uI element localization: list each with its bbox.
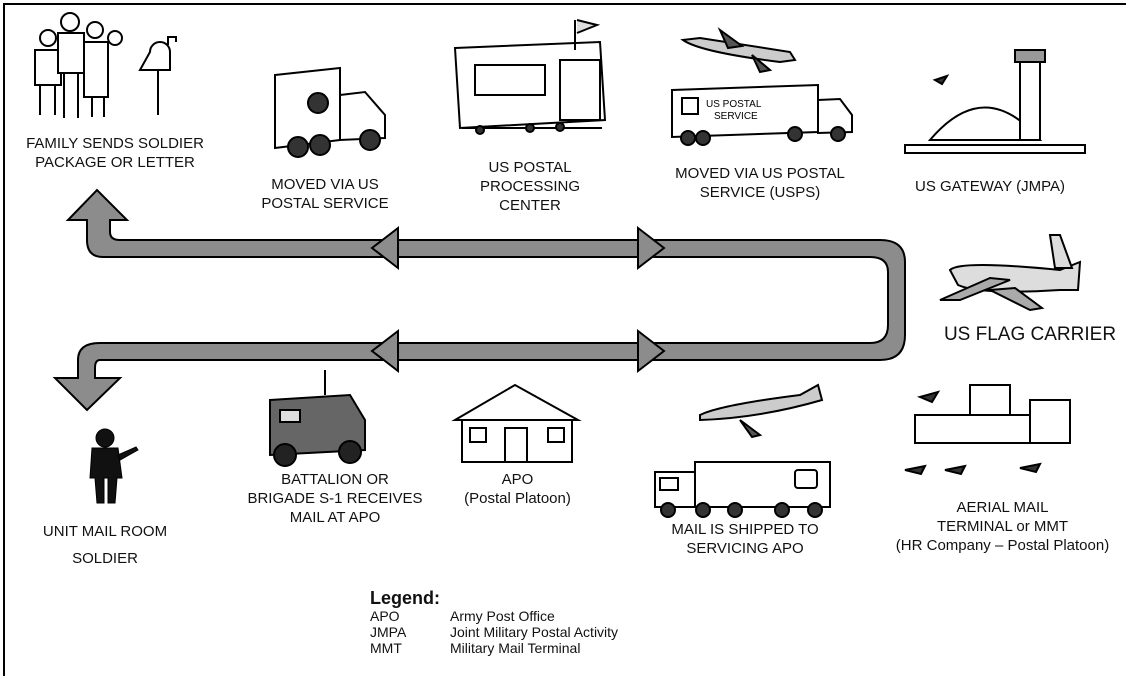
step-shipped-line2: SERVICING APO [686,540,804,557]
legend-abbr: APO [370,608,400,624]
legend-row: MMT Military Mail Terminal [370,640,618,656]
step-unit: UNIT MAIL ROOM SOLDIER [25,518,185,572]
step-mmt-line1: AERIAL MAIL [956,499,1049,516]
flow-arrow-top [52,188,906,412]
legend-def: Army Post Office [450,608,555,624]
step-battalion-line1: BATTALION OR [281,471,389,488]
legend-row: APO Army Post Office [370,608,618,624]
step-unit-line1: UNIT MAIL ROOM [42,523,168,540]
step-processing: US POSTAL PROCESSING CENTER [460,158,600,215]
step-battalion: BATTALION OR BRIGADE S-1 RECEIVES MAIL A… [240,470,430,527]
semi-truck-icon [654,461,831,518]
aerial-terminal-icon [904,384,1071,476]
step-mmt: AERIAL MAIL TERMINAL or MMT (HR Company … [880,498,1125,555]
step-usps-truck-line1: MOVED VIA US [271,176,379,193]
truck-sign-line1: US POSTAL [706,99,762,110]
gateway-terminal-icon [904,49,1086,154]
legend: Legend: APO Army Post Office JMPA Joint … [370,588,618,656]
step-family: FAMILY SENDS SOLDIER PACKAGE OR LETTER [5,134,225,172]
legend-abbr: MMT [370,640,402,656]
step-battalion-line3: MAIL AT APO [289,509,381,526]
soldier-icon [89,428,139,504]
step-family-line1: FAMILY SENDS SOLDIER [26,135,204,152]
legend-title: Legend: [370,588,440,608]
step-apo: APO (Postal Platoon) [450,470,585,508]
usps-truck-icon: US POSTAL SERVICE [671,83,853,146]
mail-truck-icon [274,66,386,158]
processing-center-icon [453,19,607,135]
step-mmt-line3: (HR Company – Postal Platoon) [895,537,1110,554]
step-gateway: US GATEWAY (JMPA) [895,177,1085,196]
airplane-icon-2 [699,383,824,439]
step-unit-line2: SOLDIER [72,550,138,567]
diagram-frame [3,3,1126,676]
mailbox-icon [138,36,177,115]
step-apo-line1: APO [501,471,534,488]
step-battalion-line2: BRIGADE S-1 RECEIVES [247,490,423,507]
legend-row: JMPA Joint Military Postal Activity [370,624,618,640]
legend-def: Military Mail Terminal [450,640,581,656]
step-usps-plane-line1: MOVED VIA US POSTAL [675,165,845,182]
step-flag-carrier-line1: US FLAG CARRIER [943,324,1117,345]
flag-carrier-plane-icon [939,234,1082,312]
step-mmt-line2: TERMINAL or MMT [936,518,1069,535]
step-shipped: MAIL IS SHIPPED TO SERVICING APO [655,520,835,558]
airplane-icon [680,26,797,74]
step-usps-truck-line2: POSTAL SERVICE [261,195,389,212]
legend-abbr: JMPA [370,624,407,640]
step-flag-carrier: US FLAG CARRIER [935,324,1125,346]
truck-sign-line2: SERVICE [714,111,758,122]
step-usps-truck: MOVED VIA US POSTAL SERVICE [245,175,405,213]
step-processing-line2: PROCESSING [479,178,581,195]
step-shipped-line1: MAIL IS SHIPPED TO [671,521,819,538]
step-family-line2: PACKAGE OR LETTER [35,154,195,171]
step-processing-line1: US POSTAL [488,159,572,176]
apo-building-icon [451,383,582,463]
step-usps-plane-line2: SERVICE (USPS) [699,184,821,201]
legend-table: APO Army Post Office JMPA Joint Military… [370,608,618,656]
step-usps-plane: MOVED VIA US POSTAL SERVICE (USPS) [660,164,860,202]
family-icon [34,12,123,118]
step-apo-line2: (Postal Platoon) [464,490,571,507]
legend-def: Joint Military Postal Activity [450,624,619,640]
military-vehicle-icon [269,370,366,467]
step-processing-line3: CENTER [499,197,561,214]
step-gateway-line1: US GATEWAY (JMPA) [914,178,1065,195]
double-arrow-top-left [370,225,666,374]
